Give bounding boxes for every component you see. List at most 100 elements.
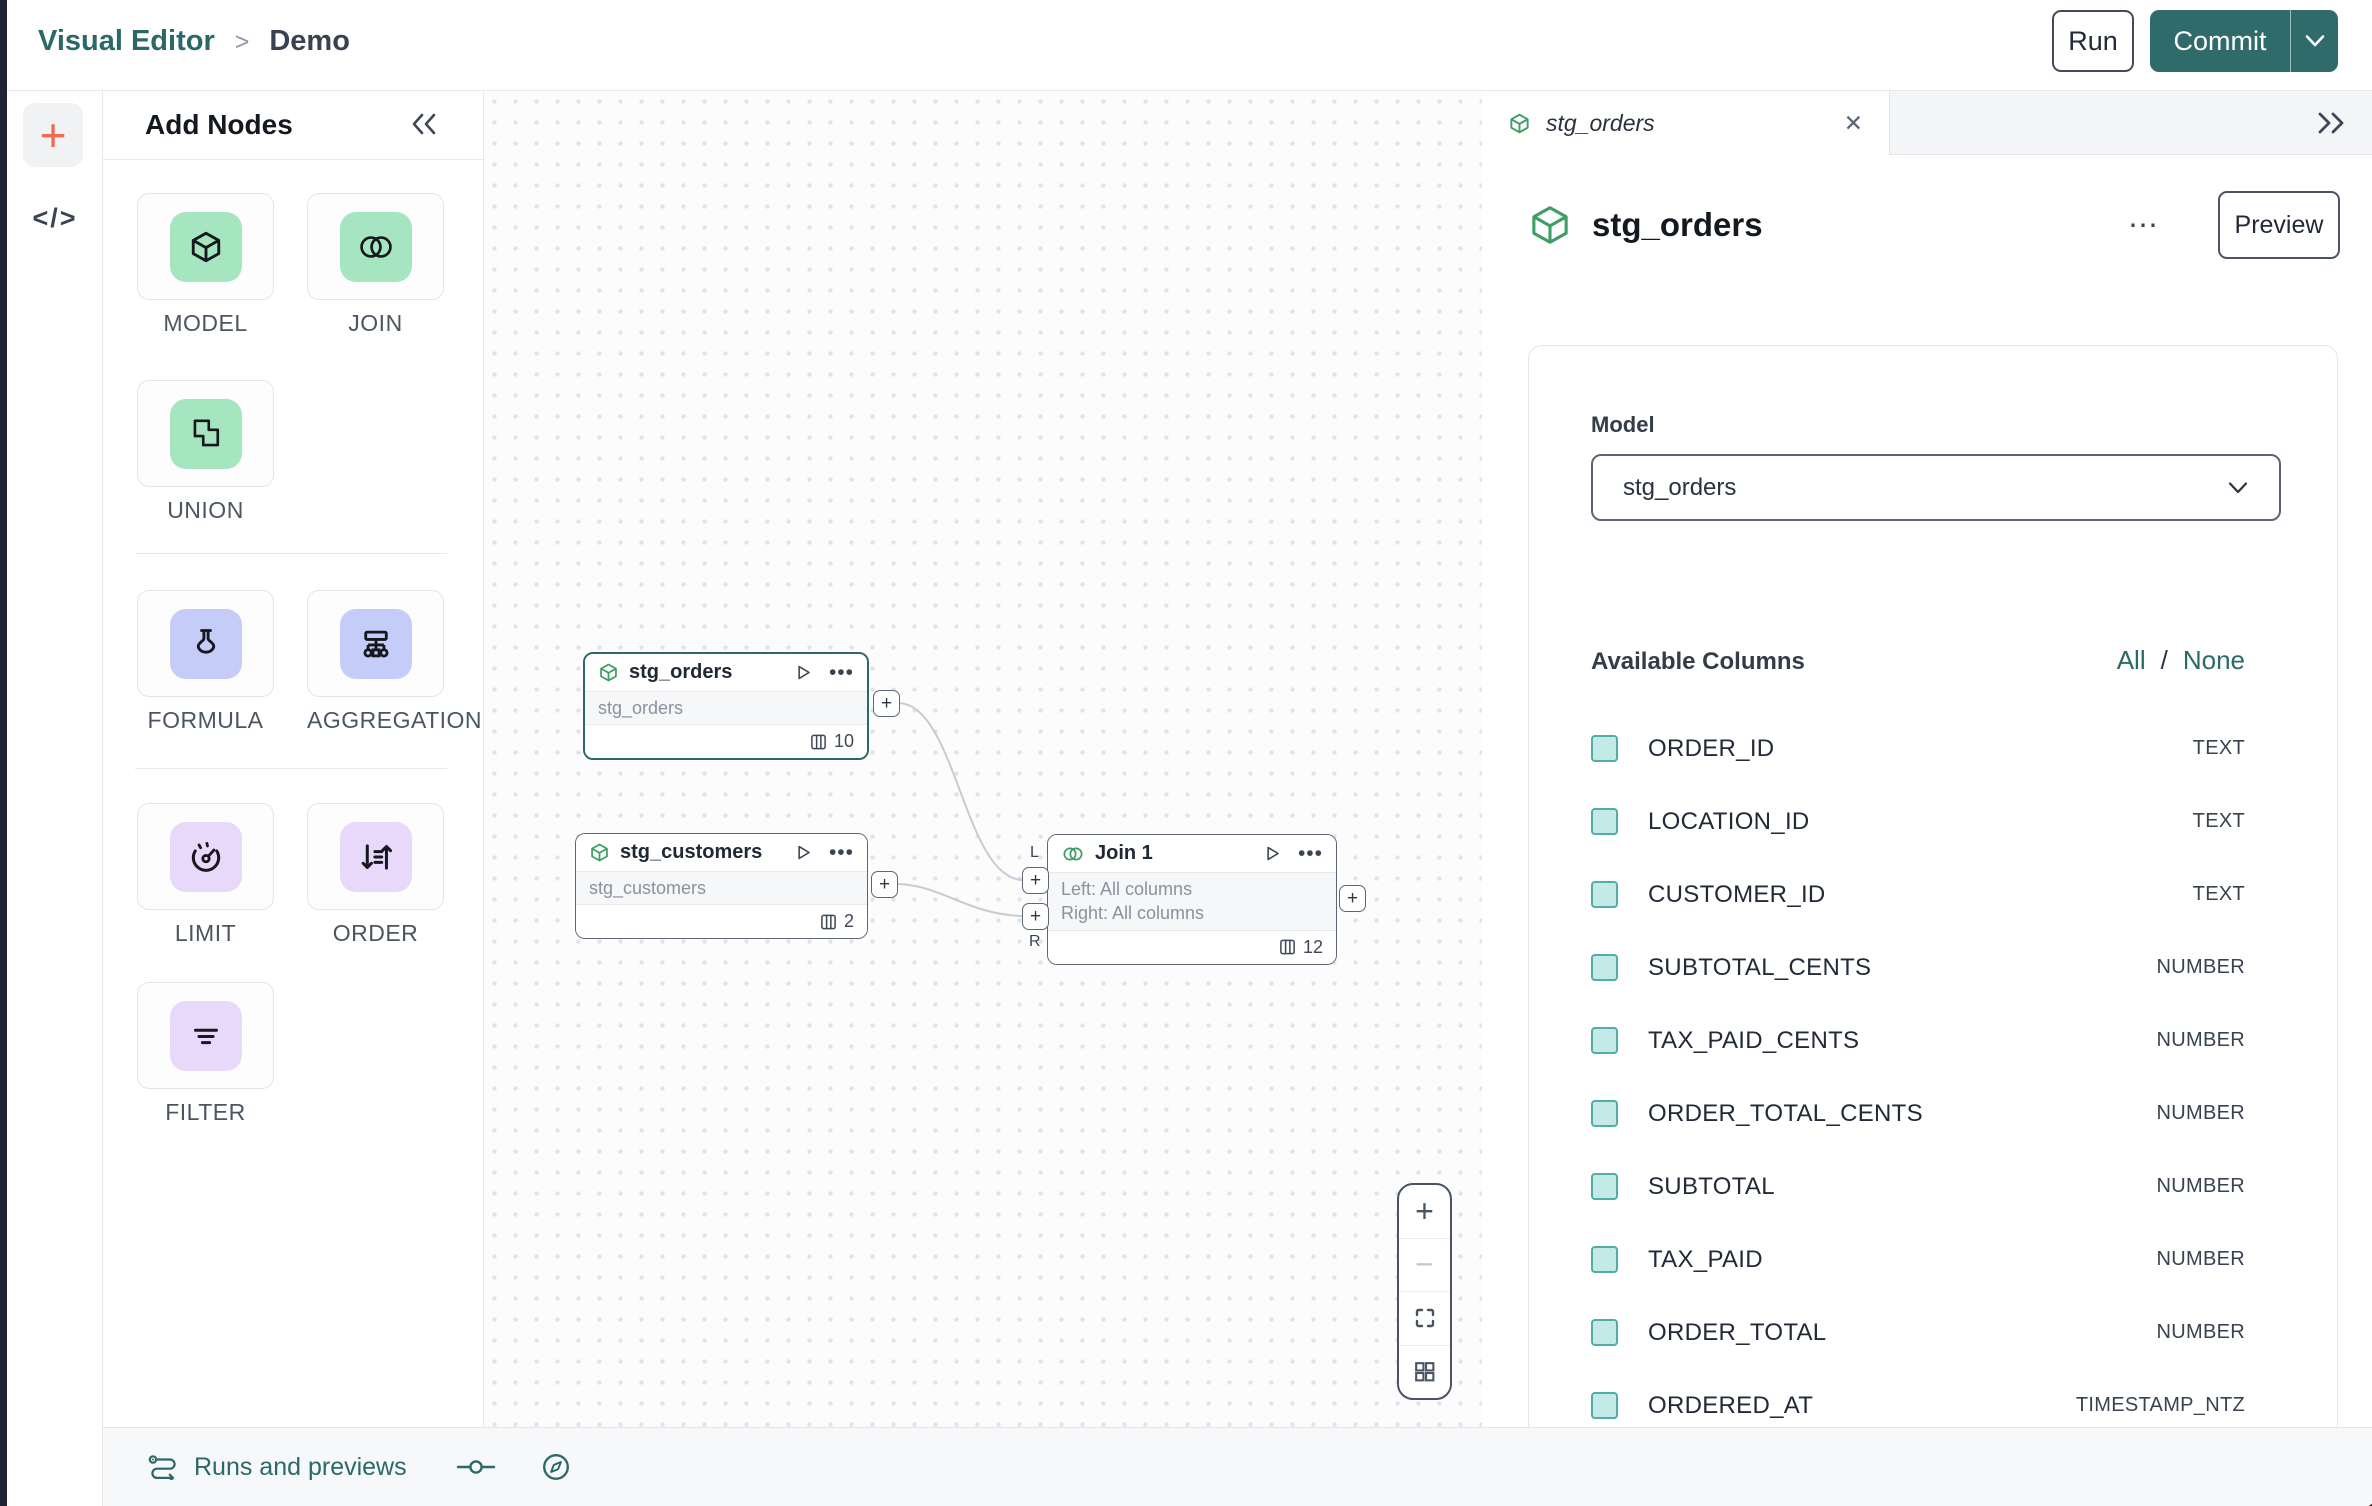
palette-item-join[interactable]: JOIN — [307, 193, 444, 337]
node-footer: 12 — [1048, 930, 1336, 964]
node-menu-icon[interactable]: ••• — [828, 660, 854, 684]
commit-button[interactable]: Commit — [2150, 10, 2291, 72]
column-type: TIMESTAMP_NTZ — [2075, 1394, 2245, 1416]
available-columns-title: Available Columns — [1591, 648, 1805, 675]
column-checkbox[interactable] — [1591, 1319, 1618, 1346]
palette-item-model[interactable]: MODEL — [137, 193, 274, 337]
palette-card — [137, 590, 274, 697]
column-row: LOCATION_ID TEXT — [1591, 785, 2245, 858]
more-options-icon[interactable]: ⋯ — [2128, 208, 2160, 242]
add-node-button[interactable]: + — [23, 103, 83, 167]
dark-edge-strip — [0, 0, 7, 1506]
column-checkbox[interactable] — [1591, 735, 1618, 762]
select-none-link[interactable]: None — [2182, 645, 2245, 675]
node-menu-icon[interactable]: ••• — [828, 840, 854, 864]
palette-item-limit[interactable]: LIMIT — [137, 803, 274, 947]
palette-item-aggregation[interactable]: AGGREGATION — [307, 590, 482, 734]
join-right-port-label: R — [1029, 933, 1041, 950]
preview-button[interactable]: Preview — [2218, 191, 2340, 259]
join-circles-icon — [339, 211, 412, 282]
node-header: stg_orders ••• — [585, 654, 867, 691]
chevron-down-icon — [2304, 34, 2326, 48]
tab-title: stg_orders — [1546, 109, 1655, 136]
zoom-out-button[interactable]: − — [1399, 1237, 1450, 1292]
columns-list: ORDER_ID TEXT LOCATION_ID TEXT CUSTOMER_… — [1591, 712, 2245, 1427]
cube-icon — [1528, 203, 1572, 247]
column-checkbox[interactable] — [1591, 954, 1618, 981]
node-title: Join 1 — [1095, 842, 1153, 864]
column-checkbox[interactable] — [1591, 1100, 1618, 1127]
columns-count-icon — [1279, 938, 1296, 956]
palette-item-formula[interactable]: FORMULA — [137, 590, 274, 734]
model-select-value: stg_orders — [1623, 473, 1737, 501]
compass-icon[interactable] — [541, 1452, 571, 1482]
column-type: NUMBER — [2156, 956, 2245, 978]
play-icon[interactable] — [794, 663, 813, 682]
breadcrumb-separator: > — [234, 28, 250, 56]
dag-canvas[interactable]: stg_orders ••• stg_orders 10 — [484, 91, 1482, 1427]
column-checkbox[interactable] — [1591, 808, 1618, 835]
column-checkbox[interactable] — [1591, 881, 1618, 908]
commit-split-button: Commit — [2150, 10, 2338, 72]
collapse-inspector-button[interactable] — [2312, 109, 2348, 137]
column-count: 2 — [843, 911, 854, 932]
model-select[interactable]: stg_orders — [1591, 454, 2281, 521]
output-handle-stg-orders[interactable]: + — [873, 690, 900, 717]
column-checkbox[interactable] — [1591, 1246, 1618, 1273]
column-name: CUSTOMER_ID — [1648, 880, 1826, 908]
bottom-bar: Runs and previews — [103, 1427, 2372, 1506]
breadcrumb-visual-editor[interactable]: Visual Editor — [38, 25, 215, 57]
node-join-1[interactable]: Join 1 ••• Left: All columns Right: All … — [1047, 834, 1337, 965]
fit-view-button[interactable] — [1399, 1291, 1450, 1345]
columns-count-icon — [820, 913, 837, 931]
collapse-panel-button[interactable] — [407, 111, 441, 137]
column-type: NUMBER — [2156, 1321, 2245, 1343]
node-stg-orders[interactable]: stg_orders ••• stg_orders 10 — [583, 652, 869, 761]
node-stg-customers[interactable]: stg_customers ••• stg_customers 2 — [575, 833, 868, 940]
palette-item-order[interactable]: ORDER — [307, 803, 444, 947]
select-all-link[interactable]: All — [2116, 645, 2146, 675]
column-row: ORDER_TOTAL_CENTS NUMBER — [1591, 1077, 2245, 1150]
join-left-port-label: L — [1030, 844, 1039, 861]
column-row: ORDER_TOTAL NUMBER — [1591, 1296, 2245, 1369]
canvas-zoom-controls: + − — [1397, 1183, 1452, 1400]
close-icon[interactable]: ✕ — [1843, 109, 1863, 136]
breadcrumb: Visual Editor > Demo — [38, 25, 350, 58]
commit-dropdown-button[interactable] — [2291, 10, 2338, 72]
slider-icon[interactable] — [455, 1455, 497, 1479]
run-button[interactable]: Run — [2052, 10, 2134, 72]
column-row: CUSTOMER_ID TEXT — [1591, 858, 2245, 931]
tab-stg-orders[interactable]: stg_orders ✕ — [1482, 91, 1890, 155]
cube-icon — [1508, 112, 1531, 135]
code-view-button[interactable]: </> — [7, 203, 103, 234]
palette-card — [137, 380, 274, 487]
layout-grid-button[interactable] — [1399, 1344, 1450, 1399]
chevrons-left-icon — [407, 111, 441, 137]
node-title: stg_customers — [620, 841, 763, 863]
output-handle-stg-customers[interactable]: + — [871, 871, 898, 898]
column-name: ORDERED_AT — [1648, 1391, 1814, 1419]
select-links-separator: / — [2160, 645, 2168, 675]
column-type: NUMBER — [2156, 1175, 2245, 1197]
input-handle-join-left[interactable]: + — [1022, 867, 1049, 894]
column-checkbox[interactable] — [1591, 1027, 1618, 1054]
palette-label: FILTER — [165, 1099, 246, 1125]
runs-and-previews-button[interactable]: Runs and previews — [194, 1452, 407, 1481]
node-subtitle: stg_customers — [576, 871, 867, 906]
join-circles-icon — [1061, 845, 1085, 863]
palette-card — [137, 193, 274, 300]
play-icon[interactable] — [794, 843, 813, 862]
palette-label: ORDER — [332, 920, 419, 946]
palette-item-filter[interactable]: FILTER — [137, 982, 274, 1126]
column-checkbox[interactable] — [1591, 1173, 1618, 1200]
palette-item-union[interactable]: UNION — [137, 380, 274, 524]
column-type: TEXT — [2192, 737, 2245, 759]
zoom-in-button[interactable]: + — [1415, 1192, 1434, 1229]
input-handle-join-right[interactable]: + — [1022, 903, 1049, 930]
node-menu-icon[interactable]: ••• — [1297, 841, 1323, 865]
column-checkbox[interactable] — [1591, 1392, 1618, 1419]
play-icon[interactable] — [1263, 844, 1282, 863]
output-handle-join[interactable]: + — [1339, 885, 1366, 912]
fullscreen-icon — [1413, 1306, 1437, 1330]
hierarchy-icon — [339, 608, 412, 679]
